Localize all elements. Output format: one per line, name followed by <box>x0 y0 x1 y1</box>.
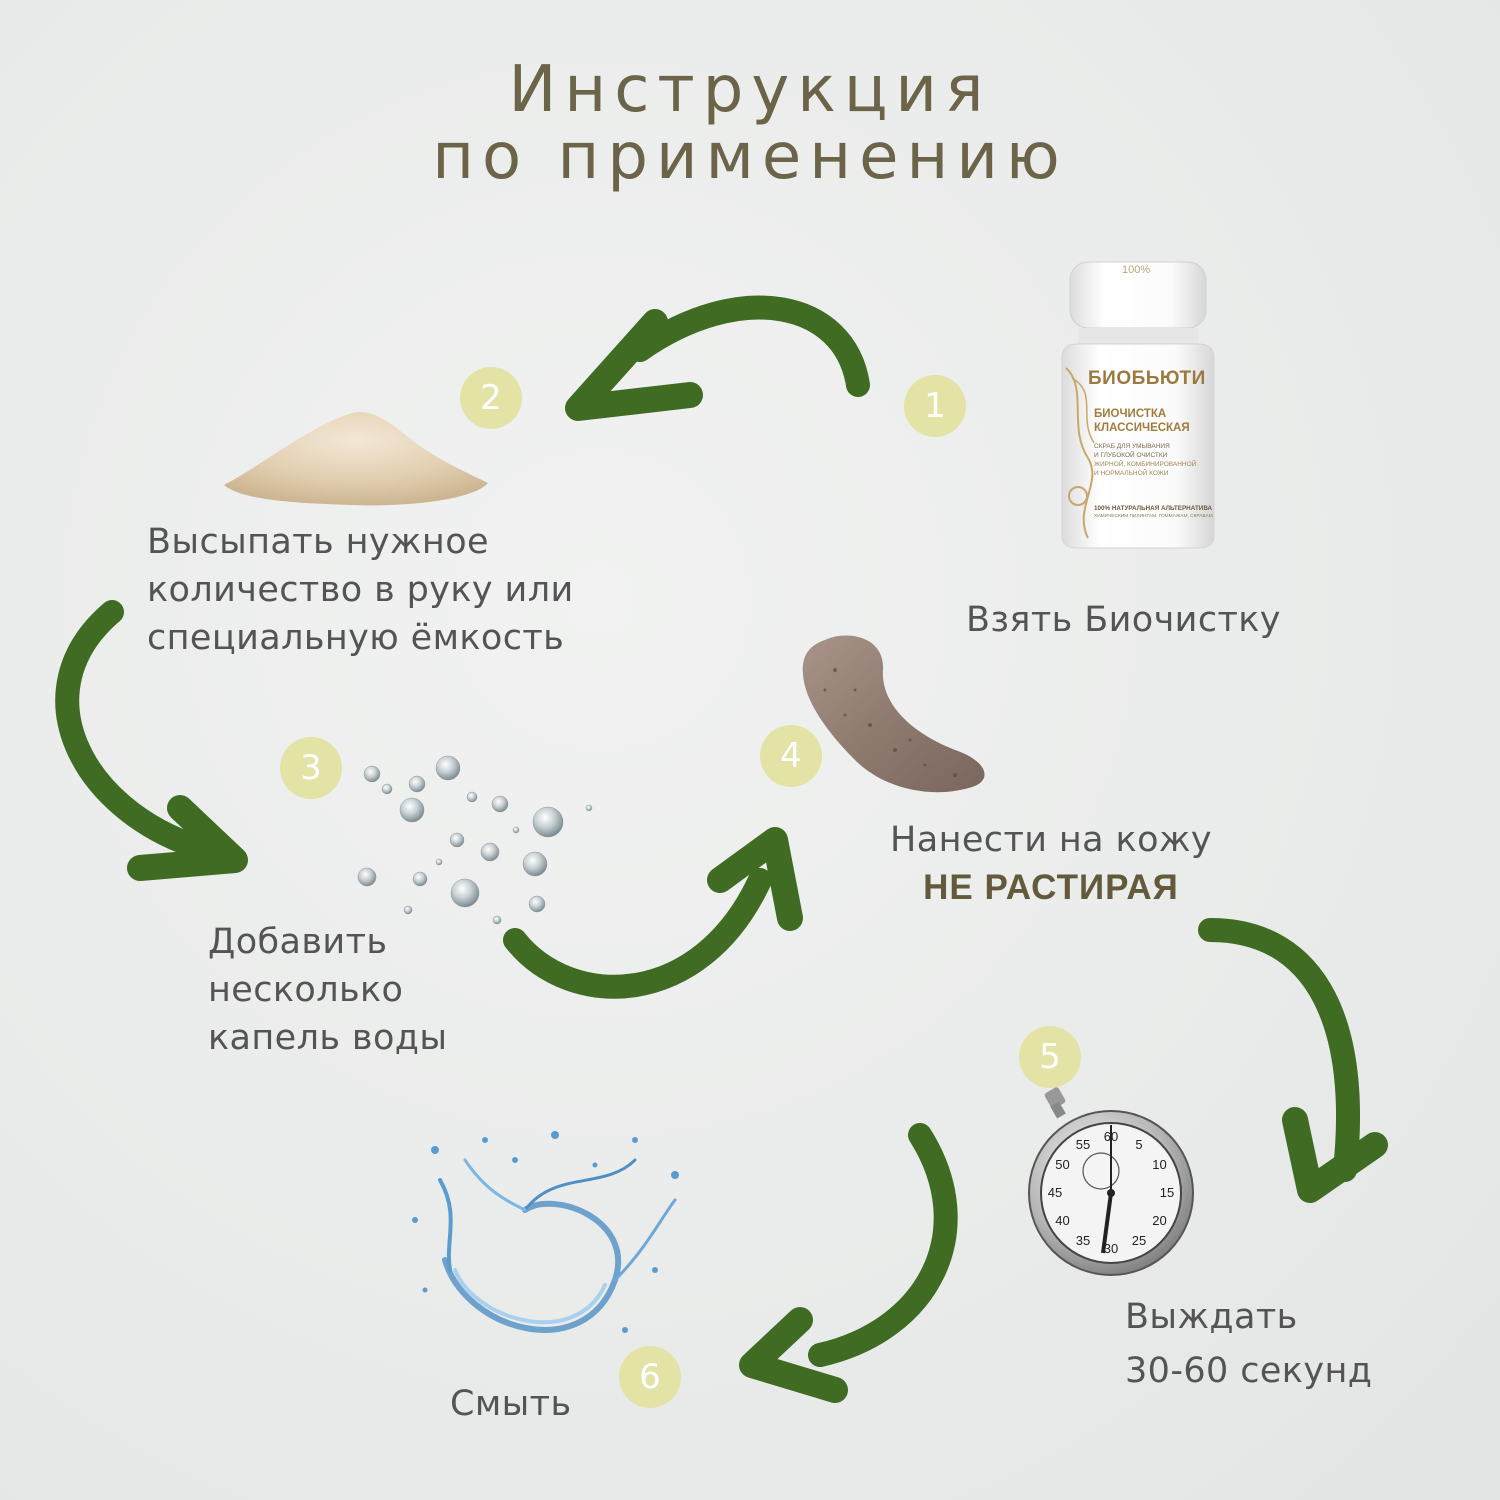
dial-number: 50 <box>1055 1157 1070 1172</box>
scrub-smear-icon <box>802 635 985 793</box>
step-3-text: Добавить несколько капель воды <box>208 918 447 1062</box>
step-2-line-1: Высыпать нужное <box>147 522 489 562</box>
step-badge-2: 2 <box>460 367 522 429</box>
arrow-5-to-6 <box>739 1123 958 1403</box>
step-4-text: Нанести на кожу НЕ РАСТИРАЯ <box>882 816 1220 912</box>
step-badge-5: 5 <box>1019 1026 1081 1088</box>
dial-number: 25 <box>1131 1233 1147 1249</box>
arrow-1-to-2 <box>565 295 870 421</box>
jar-desc-1: СКРАБ ДЛЯ УМЫВАНИЯ <box>1094 443 1170 450</box>
water-splash-icon <box>412 1131 679 1333</box>
dial-number: 45 <box>1047 1185 1063 1200</box>
jar-product-name-2: КЛАССИЧЕСКАЯ <box>1094 422 1190 434</box>
arrow-3-to-4 <box>503 827 803 999</box>
step-2-line-3: специальную ёмкость <box>147 618 565 658</box>
step-4-line-1: Нанести на кожу <box>890 820 1212 860</box>
step-badge-6: 6 <box>619 1346 681 1408</box>
arrow-4-to-5 <box>1198 918 1388 1203</box>
step-badge-4: 4 <box>760 725 822 787</box>
step-6-line-1: Смыть <box>450 1384 572 1424</box>
step-1-line-1: Взять Биочистку <box>966 600 1281 640</box>
dial-number: 60 <box>1103 1129 1119 1144</box>
jar-claim-sub: ХИМИЧЕСКИМ ПИЛИНГАМ, ГОММАЖАМ, СКРАБАМ <box>1094 514 1213 519</box>
dial-number: 15 <box>1159 1185 1175 1200</box>
dial-number: 30 <box>1103 1241 1119 1256</box>
jar-product-name-1: БИОЧИСТКА <box>1094 408 1167 420</box>
jar-icon <box>1061 261 1215 549</box>
page-title-line-2: по применению <box>432 120 1068 194</box>
water-drops-icon <box>357 755 593 925</box>
step-5-text: Выждать 30-60 секунд <box>1125 1290 1372 1398</box>
step-3-line-4: капель воды <box>208 1018 448 1058</box>
step-2-text: Высыпать нужное количество в руку или сп… <box>147 518 574 662</box>
step-5-line-1: Выждать <box>1125 1297 1298 1337</box>
dial-number: 5 <box>1135 1136 1143 1152</box>
arrow-2-to-3 <box>55 600 248 881</box>
step-badge-3: 3 <box>280 737 342 799</box>
jar-lid-label: 100% <box>1122 264 1151 276</box>
step-5-line-2: 30-60 секунд <box>1125 1351 1373 1391</box>
step-3-line-3: несколько <box>208 970 404 1010</box>
product-jar-illustration: 100% БИОБЬЮТИ БИОЧИСТКА КЛАССИЧЕСКАЯ СКР… <box>1048 258 1228 550</box>
page-title-line-1: Инструкция <box>508 53 992 127</box>
step-6-text: Смыть <box>450 1380 572 1428</box>
jar-desc-4: И НОРМАЛЬНОЙ КОЖИ <box>1094 470 1169 477</box>
dial-number: 35 <box>1075 1233 1091 1249</box>
step-4-emphasis: НЕ РАСТИРАЯ <box>923 868 1179 907</box>
jar-claim: 100% НАТУРАЛЬНАЯ АЛЬТЕРНАТИВА <box>1094 505 1213 512</box>
dial-number: 10 <box>1152 1157 1167 1172</box>
step-3-line-1: Добавить <box>208 922 388 962</box>
powder-pile-icon <box>224 412 488 506</box>
step-badge-1: 1 <box>904 375 966 437</box>
dial-number: 55 <box>1075 1136 1091 1152</box>
dial-number: 40 <box>1055 1213 1070 1228</box>
step-2-line-2: количество в руку или <box>147 570 574 610</box>
step-1-text: Взять Биочистку <box>966 596 1281 644</box>
dial-number: 20 <box>1152 1213 1167 1228</box>
jar-desc-3: ЖИРНОЙ, КОМБИНИРОВАННОЙ <box>1094 461 1197 468</box>
jar-desc-2: И ГЛУБОКОЙ ОЧИСТКИ <box>1094 452 1168 459</box>
stopwatch-icon <box>1028 1087 1194 1276</box>
jar-brand: БИОБЬЮТИ <box>1088 368 1206 389</box>
